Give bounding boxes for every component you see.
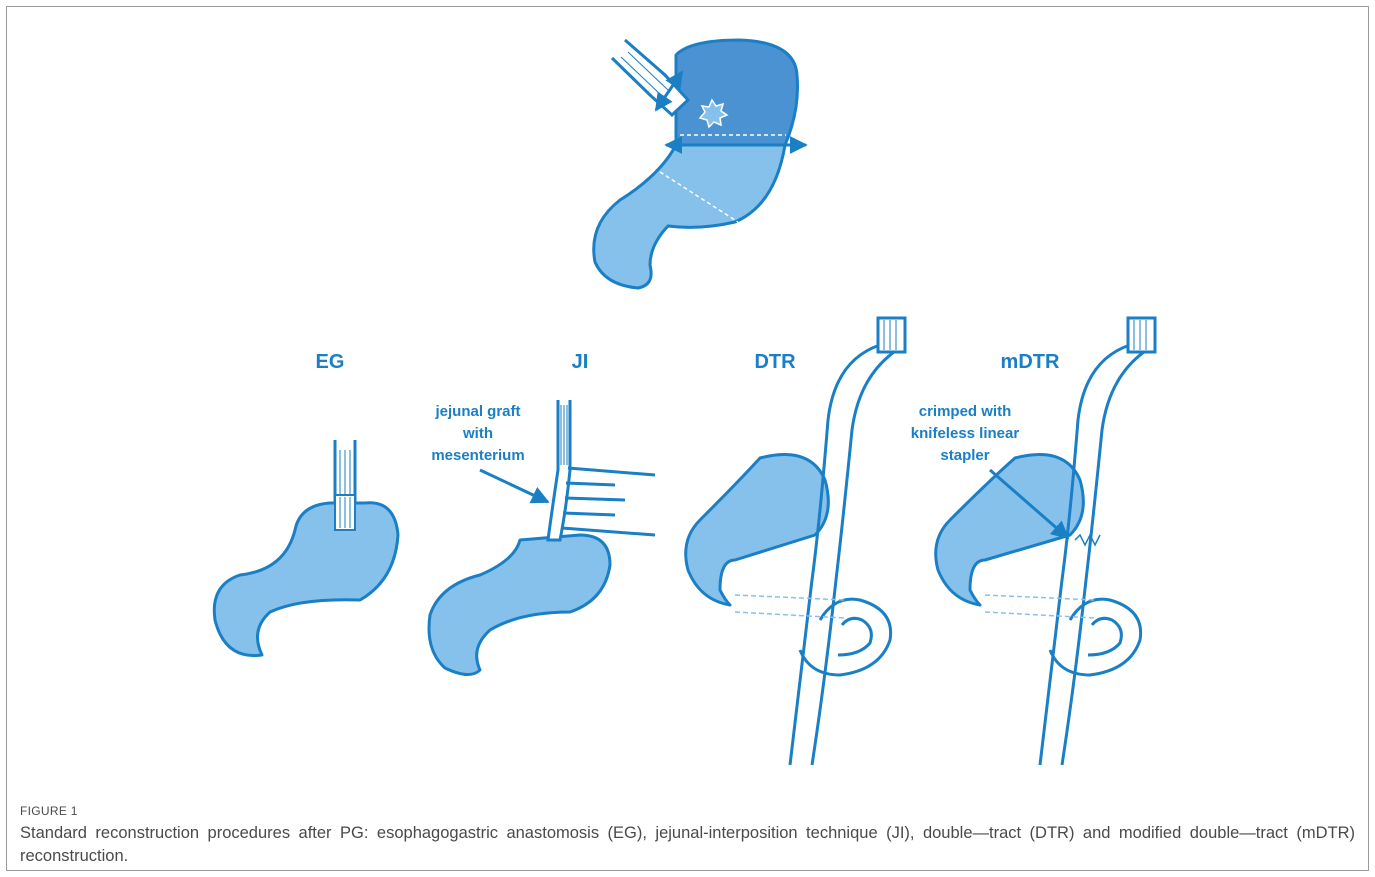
dtr-diagram	[686, 318, 905, 765]
mdtr-diagram: crimped with knifeless linear stapler	[911, 318, 1155, 765]
mdtr-annotation-line2: knifeless linear	[911, 425, 1020, 442]
figure-caption: Standard reconstruction procedures after…	[20, 822, 1355, 868]
ji-annotation-arrow	[480, 470, 548, 502]
top-stomach	[594, 40, 806, 288]
label-eg: EG	[316, 351, 345, 373]
mesentery	[562, 468, 655, 535]
ji-annotation-line2: with	[462, 425, 493, 442]
ji-diagram: jejunal graft with mesenterium	[429, 400, 655, 675]
label-dtr: DTR	[754, 351, 796, 373]
stomach-distal-part	[594, 145, 785, 288]
mdtr-annotation-line3: stapler	[940, 447, 989, 464]
eg-diagram	[214, 440, 398, 656]
mdtr-annotation-line1: crimped with	[919, 403, 1012, 420]
label-mdtr: mDTR	[1001, 351, 1060, 373]
stomach-proximal-part	[676, 40, 798, 145]
staple-line	[1075, 535, 1100, 545]
ji-annotation-line1: jejunal graft	[434, 403, 520, 420]
ji-annotation-line3: mesenterium	[431, 447, 524, 464]
figure-number: FIGURE 1	[20, 804, 78, 818]
figure-diagram: EG JI DTR mDTR jejunal graft with mesent…	[0, 0, 1375, 790]
label-ji: JI	[572, 351, 589, 373]
